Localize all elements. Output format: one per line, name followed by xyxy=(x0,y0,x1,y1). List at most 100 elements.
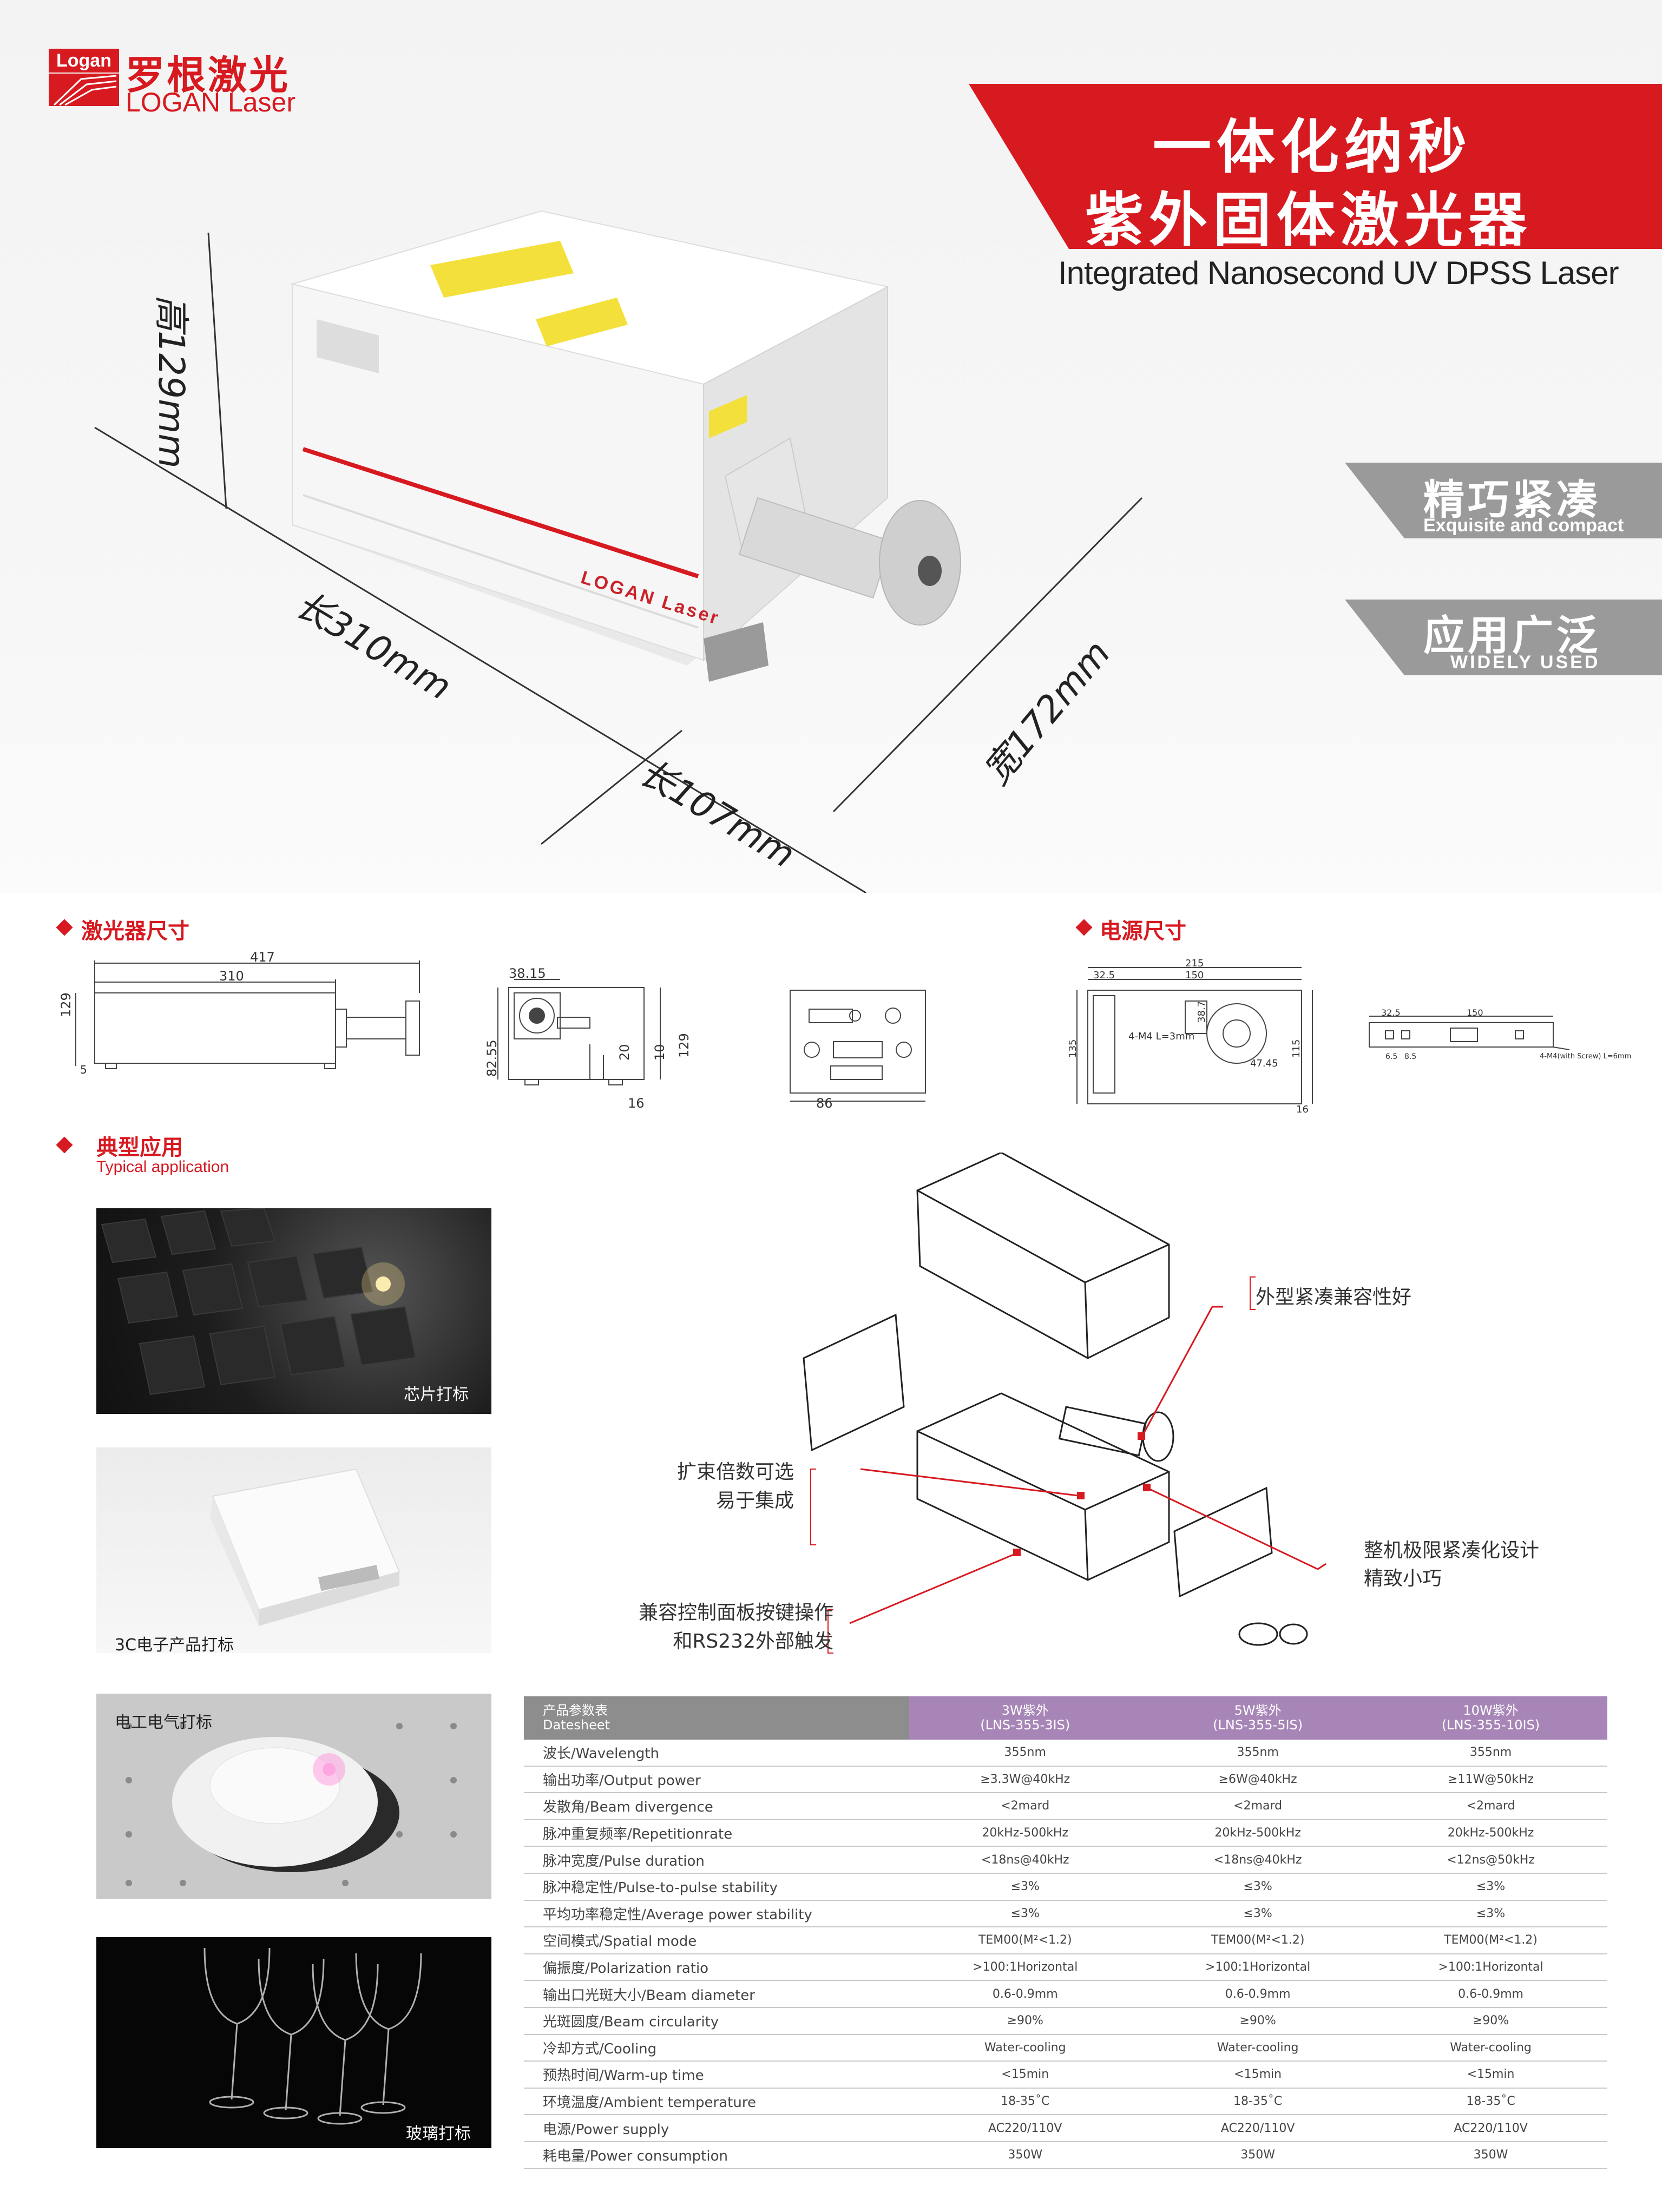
spec-table: 产品参数表 Datesheet 3W紫外 (LNS-355-3IS) 5W紫外 … xyxy=(524,1696,1607,2169)
electrical-marking-image xyxy=(96,1694,491,1899)
dim-p4m4: 4-M4 L=3mm xyxy=(1128,1031,1195,1042)
spec-value-cell: >100:1Horizontal xyxy=(1374,1953,1607,1981)
table-row: 平均功率稳定性/Average power stability≤3%≤3%≤3% xyxy=(524,1900,1607,1928)
laser-side-drawing xyxy=(75,960,420,1069)
spec-param-cell: 预热时间/Warm-up time xyxy=(524,2061,909,2089)
dim-16: 16 xyxy=(628,1096,645,1111)
dim-417: 417 xyxy=(250,950,275,965)
dim-129a: 129 xyxy=(58,992,74,1017)
application-heading: 典型应用 xyxy=(96,1135,183,1160)
spec-value-cell: 18-35˚C xyxy=(1141,2088,1375,2116)
3c-product-image xyxy=(96,1447,491,1653)
spec-param-cell: 电源/Power supply xyxy=(524,2115,909,2142)
spec-value-cell: TEM00(M²<1.2) xyxy=(1374,1927,1607,1954)
dim-p215: 215 xyxy=(1185,958,1204,969)
table-row: 发散角/Beam divergence<2mard<2mard<2mard xyxy=(524,1793,1607,1820)
brand-logo-badge: Logan xyxy=(49,49,119,73)
dim-p115: 115 xyxy=(1291,1039,1302,1058)
feature-compact-en: Exquisite and compact xyxy=(1423,515,1624,536)
spec-value-cell: ≥6W@40kHz xyxy=(1141,1766,1375,1794)
feature-compact-cn: 精巧紧凑 xyxy=(1423,476,1601,524)
chip-marking-caption: 芯片打标 xyxy=(404,1385,469,1404)
spec-value-cell: Water-cooling xyxy=(1374,2034,1607,2062)
spec-param-cell: 波长/Wavelength xyxy=(524,1740,909,1767)
spec-value-cell: ≤3% xyxy=(1374,1900,1607,1928)
dim-p4745: 47.45 xyxy=(1250,1058,1278,1069)
table-row: 预热时间/Warm-up time<15min<15min<15min xyxy=(524,2061,1607,2089)
spec-param-cell: 脉冲稳定性/Pulse-to-pulse stability xyxy=(524,1873,909,1901)
brand-logo-mark xyxy=(49,74,119,106)
spec-header-3w: 3W紫外 (LNS-355-3IS) xyxy=(909,1696,1142,1740)
spec-param-cell: 平均功率稳定性/Average power stability xyxy=(524,1900,909,1928)
spec-value-cell: >100:1Horizontal xyxy=(909,1953,1142,1981)
glass-marking-image xyxy=(96,1937,491,2148)
dim-p150: 150 xyxy=(1185,970,1204,981)
callout-design-2: 精致小巧 xyxy=(1364,1568,1442,1590)
table-row: 偏振度/Polarization ratio>100:1Horizontal>1… xyxy=(524,1953,1607,1981)
table-row: 光斑圆度/Beam circularity≥90%≥90%≥90% xyxy=(524,2007,1607,2035)
dim-p325: 32.5 xyxy=(1093,970,1115,981)
dim-p387: 38.7 xyxy=(1196,1000,1207,1023)
diamond-icon xyxy=(56,1136,73,1154)
spec-value-cell: ≥11W@50kHz xyxy=(1374,1766,1607,1794)
callout-expander-2: 易于集成 xyxy=(715,1490,794,1512)
dim-s150: 150 xyxy=(1467,1008,1483,1018)
spec-param-cell: 耗电量/Power consumption xyxy=(524,2141,909,2169)
title-english: Integrated Nanosecond UV DPSS Laser xyxy=(1058,255,1619,291)
spec-value-cell: >100:1Horizontal xyxy=(1141,1953,1375,1981)
table-row: 输出功率/Output power≥3.3W@40kHz≥6W@40kHz≥11… xyxy=(524,1766,1607,1794)
spec-value-cell: 350W xyxy=(909,2141,1142,2169)
brand-name-en: LOGAN Laser xyxy=(126,87,296,117)
spec-value-cell: <18ns@40kHz xyxy=(909,1846,1142,1874)
product-photo xyxy=(94,210,1143,893)
spec-value-cell: 355nm xyxy=(1141,1740,1375,1767)
spec-value-cell: 0.6-0.9mm xyxy=(1374,1980,1607,2008)
glass-marking-caption: 玻璃打标 xyxy=(406,2124,471,2143)
spec-header-10w: 10W紫外 (LNS-355-10IS) xyxy=(1374,1696,1607,1740)
table-row: 脉冲宽度/Pulse duration<18ns@40kHz<18ns@40kH… xyxy=(524,1846,1607,1874)
laser-rear-drawing xyxy=(790,990,926,1102)
spec-value-cell: <2mard xyxy=(909,1793,1142,1820)
spec-value-cell: AC220/110V xyxy=(1374,2115,1607,2142)
spec-value-cell: <2mard xyxy=(1141,1793,1375,1820)
spec-param-cell: 环境温度/Ambient temperature xyxy=(524,2088,909,2116)
power-size-heading: 电源尺寸 xyxy=(1100,919,1186,944)
spec-value-cell: 355nm xyxy=(1374,1740,1607,1767)
spec-value-cell: AC220/110V xyxy=(1141,2115,1375,2142)
callout-design-1: 整机极限紧凑化设计 xyxy=(1364,1539,1540,1562)
spec-header-label: 产品参数表 Datesheet xyxy=(524,1696,909,1740)
dim-20: 20 xyxy=(617,1044,632,1061)
spec-value-cell: 350W xyxy=(1141,2141,1375,2169)
spec-table-header: 产品参数表 Datesheet 3W紫外 (LNS-355-3IS) 5W紫外 … xyxy=(524,1696,1607,1740)
spec-param-cell: 偏振度/Polarization ratio xyxy=(524,1953,909,1981)
feature-banner-compact xyxy=(1345,463,1662,538)
spec-param-cell: 输出功率/Output power xyxy=(524,1766,909,1794)
dim-86: 86 xyxy=(816,1096,833,1111)
dim-p16: 16 xyxy=(1296,1104,1309,1115)
application-heading-en: Typical application xyxy=(96,1158,229,1176)
callout-expander-1: 扩束倍数可选 xyxy=(676,1461,794,1483)
spec-value-cell: ≤3% xyxy=(909,1873,1142,1901)
spec-value-cell: ≤3% xyxy=(1141,1900,1375,1928)
spec-value-cell: 20kHz-500kHz xyxy=(909,1819,1142,1847)
dimension-height-label: 高129mm xyxy=(150,295,192,469)
spec-value-cell: ≥90% xyxy=(1141,2007,1375,2035)
spec-param-cell: 光斑圆度/Beam circularity xyxy=(524,2007,909,2035)
spec-value-cell: AC220/110V xyxy=(909,2115,1142,2142)
spec-value-cell: <18ns@40kHz xyxy=(1141,1846,1375,1874)
title-line-1: 一体化纳秒 xyxy=(1153,114,1473,181)
spec-value-cell: 355nm xyxy=(909,1740,1142,1767)
callout-control-1: 兼容控制面板按键操作 xyxy=(638,1602,833,1624)
power-side-drawing xyxy=(1369,1016,1570,1050)
spec-value-cell: <2mard xyxy=(1374,1793,1607,1820)
spec-param-cell: 脉冲宽度/Pulse duration xyxy=(524,1846,909,1874)
spec-value-cell: Water-cooling xyxy=(1141,2034,1375,2062)
dim-5: 5 xyxy=(80,1063,87,1076)
feature-banner-wide xyxy=(1345,600,1662,675)
dim-p135: 135 xyxy=(1067,1039,1079,1058)
spec-value-cell: TEM00(M²<1.2) xyxy=(1141,1927,1375,1954)
